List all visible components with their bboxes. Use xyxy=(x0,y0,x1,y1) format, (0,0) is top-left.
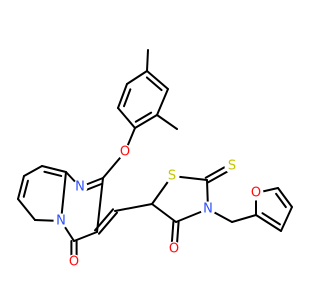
atom-s-thione: S xyxy=(228,159,236,174)
bond-me1-a1 xyxy=(146,49,149,72)
atom-o-thiazolidinone: O xyxy=(169,242,179,257)
atom-n-pyrimidine: N xyxy=(75,180,85,195)
bond-p4-p5 xyxy=(23,165,43,177)
bond-f2-f3 xyxy=(280,206,293,232)
bond-f1-f2 xyxy=(255,214,282,232)
bond-p10-ch-second xyxy=(94,208,115,232)
bond-p3-nBr xyxy=(60,171,67,222)
bond-ch2-f1 xyxy=(231,214,257,223)
bond-p5-p6 xyxy=(17,175,25,200)
bond-p9-p10 xyxy=(73,231,98,242)
bond-a6-a1-second xyxy=(145,76,163,92)
atom-n-pyrimidine-background xyxy=(72,179,88,195)
bond-a2-a3 xyxy=(117,83,128,109)
bonds xyxy=(17,49,293,263)
bond-p1-p2-second xyxy=(84,183,103,192)
bond-p10-p1 xyxy=(96,177,104,233)
bond-p5-p6-second xyxy=(22,179,29,198)
atom-o-furan-background xyxy=(248,185,264,201)
bond-a3-a4 xyxy=(117,107,136,129)
atom-o-ether-background xyxy=(117,144,133,160)
bond-a5-a6 xyxy=(156,88,169,116)
bond-a4-a5-second xyxy=(134,111,153,123)
atom-o-ether: O xyxy=(120,145,130,160)
atom-n-thiazolidine-background xyxy=(200,201,216,217)
bond-p6-p7 xyxy=(17,198,36,221)
bond-p3-p4-second xyxy=(43,170,63,177)
atom-n-bridgehead-background xyxy=(53,213,69,229)
bond-f1-f2-second xyxy=(261,212,281,226)
atom-n-thiazolidine: N xyxy=(203,202,213,217)
bond-f3-f4-second xyxy=(275,192,287,209)
atom-s-thione-background xyxy=(224,158,240,174)
bond-a5-me2 xyxy=(156,114,178,130)
atom-s-ring: S xyxy=(168,169,176,184)
atom-o-furan: O xyxy=(251,186,261,201)
bond-f3-f4 xyxy=(277,187,293,208)
bond-a2-a3-second xyxy=(123,88,132,108)
bond-p10-ch xyxy=(97,211,118,235)
atom-s-ring-background xyxy=(164,168,180,184)
atom-o-thiazolidinone-background xyxy=(166,241,182,257)
atom-n-bridgehead: N xyxy=(56,214,66,229)
bond-a6-a1 xyxy=(146,70,169,90)
bond-ch-t1 xyxy=(114,203,153,212)
bond-a1-a2 xyxy=(126,70,148,85)
bond-t3-t1 xyxy=(151,203,177,223)
bond-p3-p4 xyxy=(41,165,67,173)
atom-o-pyrimidinone-background xyxy=(66,254,82,270)
bond-a4-a5 xyxy=(134,114,158,129)
atom-o-pyrimidinone: O xyxy=(69,255,79,270)
